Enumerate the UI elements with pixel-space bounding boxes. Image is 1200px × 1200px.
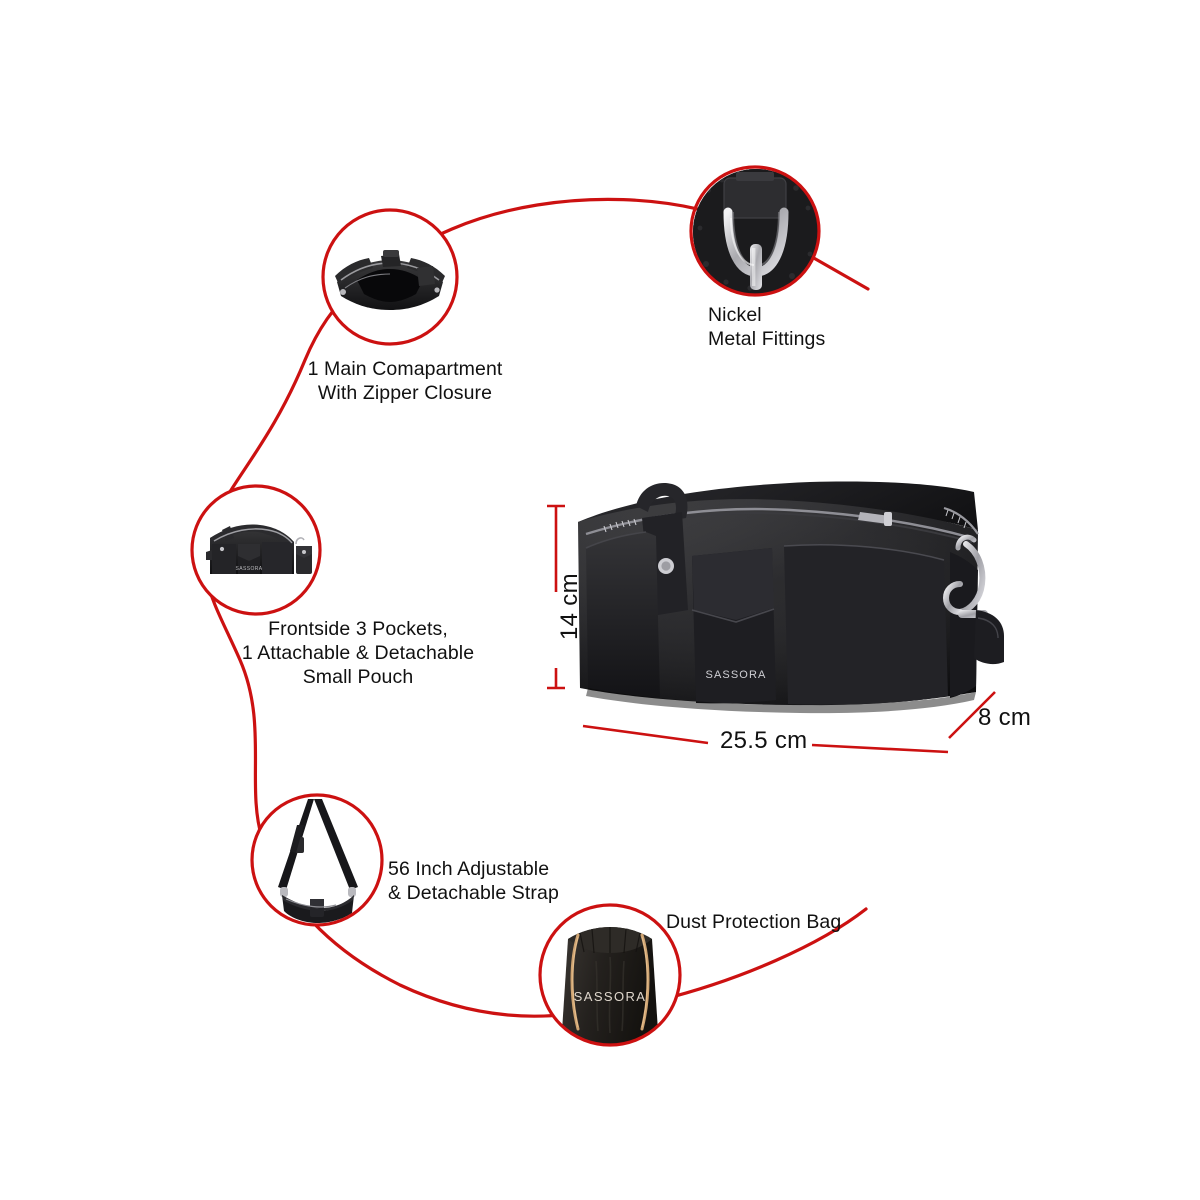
callout-label-dust-bag: Dust Protection Bag xyxy=(666,911,842,933)
svg-text:SASSORA: SASSORA xyxy=(574,989,647,1004)
callout-ring-adjustable-strap xyxy=(250,793,384,927)
callout-ring-main-compartment xyxy=(321,208,459,346)
callout-image-dust-bag: SASSORA xyxy=(541,906,679,1044)
callout-label-main-compartment: 1 Main Comapartment With Zipper Closure xyxy=(307,358,503,404)
dimension-label-height: 14 cm xyxy=(556,573,583,640)
dim-line-width-left xyxy=(582,724,709,745)
dimension-label-depth: 8 cm xyxy=(978,704,1032,731)
callout-label-nickel-fittings: Nickel Metal Fittings xyxy=(708,304,826,350)
connector-tail-nickel xyxy=(810,255,870,291)
dimension-label-width: 25.5 cm xyxy=(720,727,808,754)
callout-label-adjustable-strap: 56 Inch Adjustable & Detachable Strap xyxy=(388,858,559,904)
dim-line-depth xyxy=(948,691,996,739)
callout-ring-dust-bag xyxy=(538,903,682,1047)
dim-line-width-right xyxy=(811,743,949,754)
callout-image-nickel-fittings xyxy=(693,169,819,295)
svg-text:SASSORA: SASSORA xyxy=(236,566,263,572)
hero-brand-emboss: SASSORA xyxy=(706,669,767,681)
hero-product-image: SASSORA xyxy=(578,481,1004,714)
callout-ring-frontside-pockets xyxy=(190,484,322,616)
callout-image-adjustable-strap xyxy=(253,796,381,924)
callout-label-frontside-pockets: Frontside 3 Pockets, 1 Attachable & Deta… xyxy=(241,618,475,688)
callout-image-frontside-pockets: SASSORA xyxy=(193,487,319,613)
connector-curve-bottom-right xyxy=(658,907,868,1002)
callout-image-main-compartment xyxy=(324,211,456,343)
callout-ring-nickel-fittings xyxy=(689,165,821,297)
